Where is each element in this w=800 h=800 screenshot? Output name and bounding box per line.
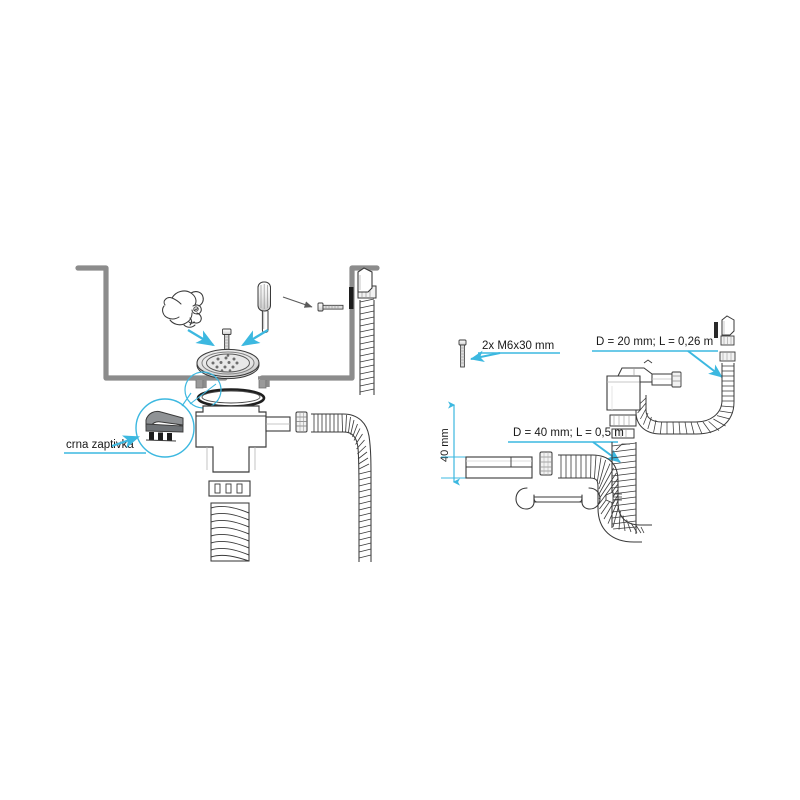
crna-zaptivka-arrow <box>111 435 140 449</box>
horizontal-screw <box>317 302 344 312</box>
nut-collar <box>208 480 251 497</box>
large-hose-spec-callout: D = 40 mm; L = 0,5 m <box>508 427 624 463</box>
small-hose-spec-arrow <box>687 350 723 378</box>
siphon-body <box>606 359 682 439</box>
double-hook-bracket <box>515 487 601 510</box>
drain-body <box>195 405 291 473</box>
corrugated-overflow-hose <box>311 413 372 562</box>
small-hose-spec-callout: D = 20 mm; L = 0,26 m <box>592 336 723 378</box>
m6x30-screw <box>458 339 467 368</box>
hose-clamp-ring <box>539 451 553 476</box>
sink-strainer-grid <box>196 348 260 380</box>
small-hose-spec-label: D = 20 mm; L = 0,26 m <box>596 336 713 348</box>
crna-zaptivka-callout: crna zaptivka <box>64 435 146 454</box>
large-hose-spec-arrow <box>592 441 621 463</box>
threaded-tailpiece <box>210 502 250 562</box>
screws-spec-arrow <box>470 350 501 363</box>
connector-nut <box>605 491 622 504</box>
hand-holding-screw <box>162 290 204 328</box>
overflow-fitting <box>714 315 736 362</box>
black-gasket-detail <box>135 371 222 458</box>
large-hose-spec-label: D = 40 mm; L = 0,5 m <box>513 427 624 439</box>
crna-zaptivka-label: crna zaptivka <box>66 439 134 451</box>
hose-clamp <box>295 411 308 433</box>
screws-spec-label: 2x M6x30 mm <box>482 340 554 352</box>
straight-tube-40mm <box>465 456 533 479</box>
assembly-arrow-right <box>241 329 269 347</box>
screwdriver <box>257 281 271 334</box>
left-panel: crna zaptivka <box>64 265 380 562</box>
screwdriver-direction-arrow <box>282 296 313 308</box>
screws-spec-callout: 2x M6x30 mm <box>470 340 560 363</box>
large-corrugated-hose <box>558 454 652 543</box>
overflow-cover-plate <box>349 267 373 309</box>
assembly-arrow-left <box>187 329 215 347</box>
large-hose-riser <box>611 442 637 534</box>
tube-height-dimension: 40 mm <box>439 401 468 486</box>
right-panel: 2x M6x30 mm D = 20 mm; L = 0,26 m <box>439 315 736 543</box>
